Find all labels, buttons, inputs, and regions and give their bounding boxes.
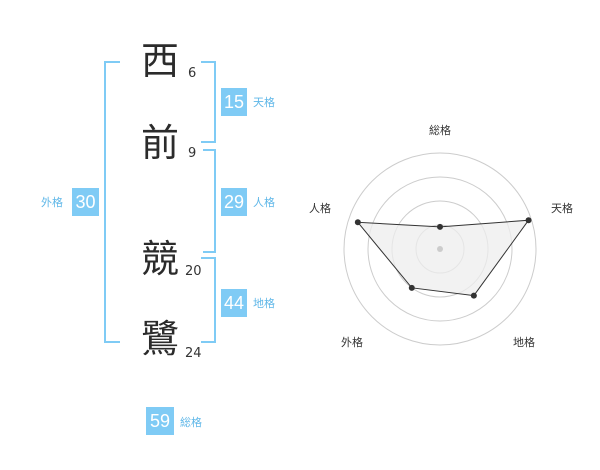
radar-center-dot <box>437 246 443 252</box>
radar-point <box>354 219 361 226</box>
chikaku-bracket <box>201 257 216 343</box>
soukaku-value: 59 <box>146 407 174 435</box>
soukaku-label: 総格 <box>180 416 202 429</box>
radar-label-soukaku: 総格 <box>429 123 451 137</box>
chikaku-label: 地格 <box>253 297 275 310</box>
radar-chart: 総格 天格 地格 外格 人格 <box>309 123 573 349</box>
radar-label-chikaku: 地格 <box>513 335 535 349</box>
radar-point <box>525 217 532 224</box>
tenkaku-value: 15 <box>221 88 247 116</box>
gaikaku-bracket <box>104 61 120 343</box>
jinkaku-value: 29 <box>221 188 247 216</box>
stroke-count-1: 6 <box>188 66 197 81</box>
radar-area <box>356 219 530 297</box>
radar-ring <box>343 152 537 346</box>
radar-label-jinkaku: 人格 <box>309 201 331 215</box>
gaikaku-label: 外格 <box>41 196 63 209</box>
name-char-4: 鷺 <box>141 317 180 361</box>
radar-points <box>354 217 532 299</box>
tenkaku-bracket <box>201 61 216 143</box>
jinkaku-label: 人格 <box>253 196 275 209</box>
radar-point <box>408 284 415 291</box>
stroke-count-2: 9 <box>188 146 197 161</box>
chikaku-value: 44 <box>221 289 247 317</box>
jinkaku-bracket <box>203 149 216 253</box>
stroke-count-4: 24 <box>185 346 202 361</box>
tenkaku-label: 天格 <box>253 96 275 109</box>
name-char-2: 前 <box>141 121 180 165</box>
name-char-1: 西 <box>141 39 180 83</box>
radar-point <box>470 292 477 299</box>
gaikaku-value: 30 <box>72 188 99 216</box>
radar-ring <box>367 176 513 322</box>
radar-label-tenkaku: 天格 <box>551 201 573 215</box>
name-char-3: 競 <box>141 237 180 281</box>
radar-label-gaikaku: 外格 <box>341 335 363 349</box>
stroke-count-3: 20 <box>185 264 202 279</box>
radar-point <box>437 223 443 230</box>
